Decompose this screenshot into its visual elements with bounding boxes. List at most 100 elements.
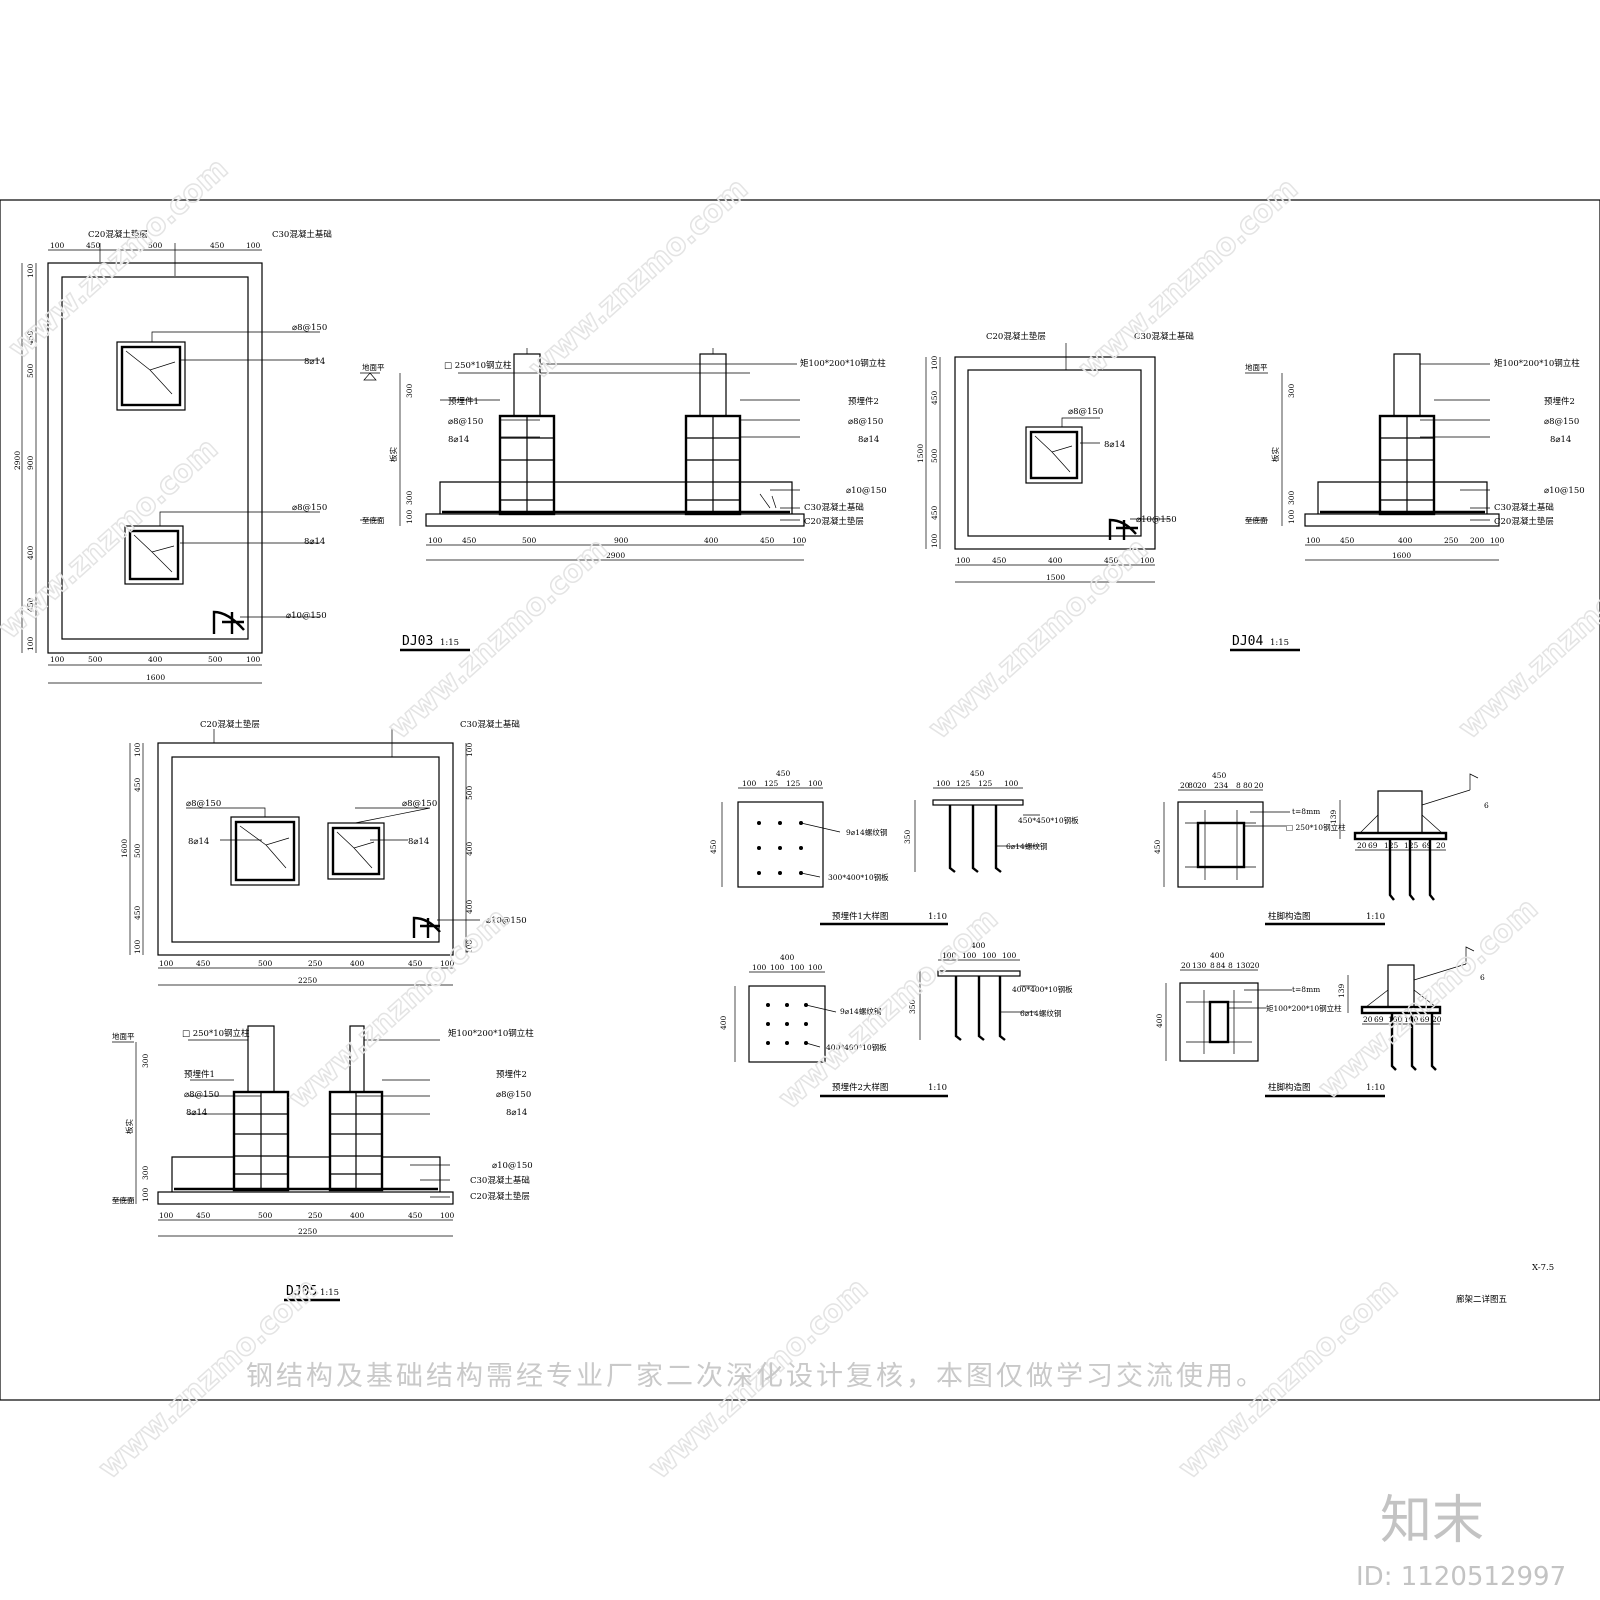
dj05-title: DJ05 — [286, 1284, 317, 1299]
cb2-t8-label: t=8mm — [1292, 985, 1320, 994]
dj03-c20-label: C20混凝土垫层 — [88, 229, 148, 240]
cb2-dim-3: 8 — [1210, 961, 1215, 970]
dj05-leaders — [186, 729, 480, 921]
dj05-bars-right: 8⌀14 — [408, 837, 429, 847]
dj04-title: DJ04 — [1232, 634, 1263, 649]
pe2-side-leaders — [1000, 985, 1036, 1013]
dj04-col-label: 矩100*200*10钢立柱 — [1494, 358, 1580, 369]
cb2-dim-6: 130 — [1236, 961, 1251, 970]
dj03-dim-top-5: 100 — [246, 241, 261, 250]
dj04-dim-1: 100 — [956, 556, 971, 565]
dj03-c20-pad-section — [425, 513, 805, 527]
dj03-pe2-label: 预埋件2 — [848, 396, 879, 407]
pe1-side-leaders — [996, 814, 1040, 847]
dj03-title: DJ03 — [402, 634, 433, 649]
dj03-plan: C20混凝土垫层 C30混凝土基础 ⌀8@150 8⌀14 ⌀8@150 8⌀1… — [13, 229, 332, 684]
pe2-dim-1: 100 — [752, 963, 767, 972]
dj04-steel-column — [1393, 353, 1421, 417]
dj04-section: 地面平 至底面 矩100*200*10钢立柱 预埋件2 ⌀8@150 8⌀14 … — [1245, 353, 1585, 561]
dj05-dim-1: 100 — [159, 959, 174, 968]
dj04-dim-5: 100 — [1140, 556, 1155, 565]
dj05-rdim-5: 100 — [465, 939, 474, 954]
cb1-side-weld — [1359, 773, 1479, 834]
cb1-sdim-2: 69 — [1368, 841, 1378, 850]
dj03-bars-label-2: 8⌀14 — [304, 537, 325, 547]
dj03-sq-col-label: □ 250*10钢立柱 — [444, 360, 512, 371]
dj03-stir10-label: ⌀10@150 — [286, 611, 327, 621]
pe1-plate — [737, 801, 824, 888]
cb1-side-anchors — [1388, 839, 1435, 901]
dj03-dim-bot-3: 400 — [148, 655, 163, 664]
dj04-ground-label: 地面平 — [1245, 362, 1268, 372]
dj03-h-2: 300 — [405, 490, 414, 505]
cb1-scale: 1:10 — [1366, 912, 1385, 922]
cb1-dim-7: 20 — [1254, 781, 1264, 790]
dj03-sdim-6: 450 — [760, 536, 775, 545]
dj03-column-breaks — [526, 348, 714, 354]
dj03-leaders — [99, 243, 320, 618]
cb1-dim-2: 80 — [1188, 781, 1198, 790]
cb1-col-label: □ 250*10钢立柱 — [1286, 822, 1346, 832]
dj05-c20-pad — [157, 742, 454, 956]
dj05-stir10-label: ⌀10@150 — [486, 916, 527, 926]
pe1-dim-total: 450 — [776, 769, 791, 778]
dj05-dim-4: 250 — [308, 959, 323, 968]
pe1-leaders — [800, 822, 841, 878]
pe1-dim-3: 125 — [786, 779, 801, 788]
dj05-h-1: 300 — [141, 1053, 150, 1068]
dj05-rect-col-label: 矩100*200*10钢立柱 — [448, 1028, 534, 1039]
dj04-c20-pad — [954, 356, 1156, 550]
cb2-sdim-4: 100 — [1404, 1015, 1419, 1024]
dj03-depth-label: 板实 — [388, 447, 398, 462]
dj04-rebar-corner — [1108, 518, 1138, 540]
dj03-sdim-5: 400 — [704, 536, 719, 545]
dj05-ground-label: 地面平 — [112, 1031, 135, 1041]
dj03-ground-label: 地面平 — [362, 362, 385, 372]
dj05-c20-pad-section — [157, 1191, 454, 1205]
dj05-dim-6: 450 — [408, 959, 423, 968]
dj03-sdim-4: 900 — [614, 536, 629, 545]
dj03-h-1: 300 — [405, 383, 414, 398]
cb2-dim-7: 20 — [1250, 961, 1260, 970]
dj05-c20-label: C20混凝土垫层 — [470, 1191, 530, 1202]
cb2-sdim-5: 69 — [1420, 1015, 1430, 1024]
dj03-dim-left-7: 100 — [26, 636, 35, 651]
cb2-side-base-plate — [1360, 1005, 1442, 1015]
dj05-bars-left: 8⌀14 — [186, 1108, 207, 1118]
cb2-side-anchors — [1390, 1013, 1437, 1071]
dj05-sdim-1: 100 — [159, 1211, 174, 1220]
dj03-column-pier-1 — [116, 341, 186, 411]
cb1-weld-label: 6 — [1484, 801, 1489, 810]
dj03-sdim-2: 450 — [462, 536, 477, 545]
cb1-t8-label: t=8mm — [1292, 807, 1320, 816]
dj05-c20-label: C20混凝土垫层 — [200, 719, 260, 730]
watermark-8: www.znzmo.com — [282, 901, 515, 1116]
pe2-bolt-grid — [766, 1003, 808, 1045]
dj03-ground-mark — [360, 372, 380, 381]
dj04-leaders — [1061, 343, 1170, 520]
cb2-scale: 1:10 — [1366, 1083, 1385, 1093]
dj05-pier-2-inner — [331, 826, 381, 876]
dj04-subgrade-label: 至底面 — [1245, 515, 1268, 525]
dj05-sdim-2: 450 — [196, 1211, 211, 1220]
cb2-sdim-3: 100 — [1388, 1015, 1403, 1024]
dj03-column-pier-1-inner — [120, 345, 182, 407]
pe2-title: 预埋件2大样图 — [832, 1082, 888, 1093]
cb2-side-weld — [1365, 946, 1475, 1008]
cb2-column-section — [1208, 1000, 1230, 1044]
dj04-sdim-3: 400 — [1398, 536, 1413, 545]
dj05-rdim-4: 400 — [465, 899, 474, 914]
embed-plate-2-detail: 9⌀14螺纹钢 400*400*10钢板 400 100 100 100 100… — [719, 941, 1073, 1098]
dj03-rebar-corner — [212, 610, 245, 634]
dj05-plan: C20混凝土垫层 C30混凝土基础 ⌀8@150 8⌀14 ⌀8@150 8⌀1… — [120, 719, 527, 986]
pe2-plate — [748, 985, 826, 1063]
cb2-sdim-1: 20 — [1363, 1015, 1373, 1024]
dj05-pier-2 — [327, 822, 385, 880]
dj04-sdim-4: 250 — [1444, 536, 1459, 545]
watermark-3: www.znzmo.com — [1072, 171, 1305, 386]
sheet-number: X-7.5 — [1532, 1263, 1554, 1273]
dj05-leaders — [188, 1039, 450, 1198]
dj03-section: 地面平 至底面 □ 250*10钢立柱 矩100*200*10钢立柱 预埋件1 … — [360, 348, 887, 561]
dj05-depth-label: 板实 — [124, 1119, 134, 1135]
pe2-side-bolt-label: 6⌀14螺纹钢 — [1020, 1008, 1061, 1018]
